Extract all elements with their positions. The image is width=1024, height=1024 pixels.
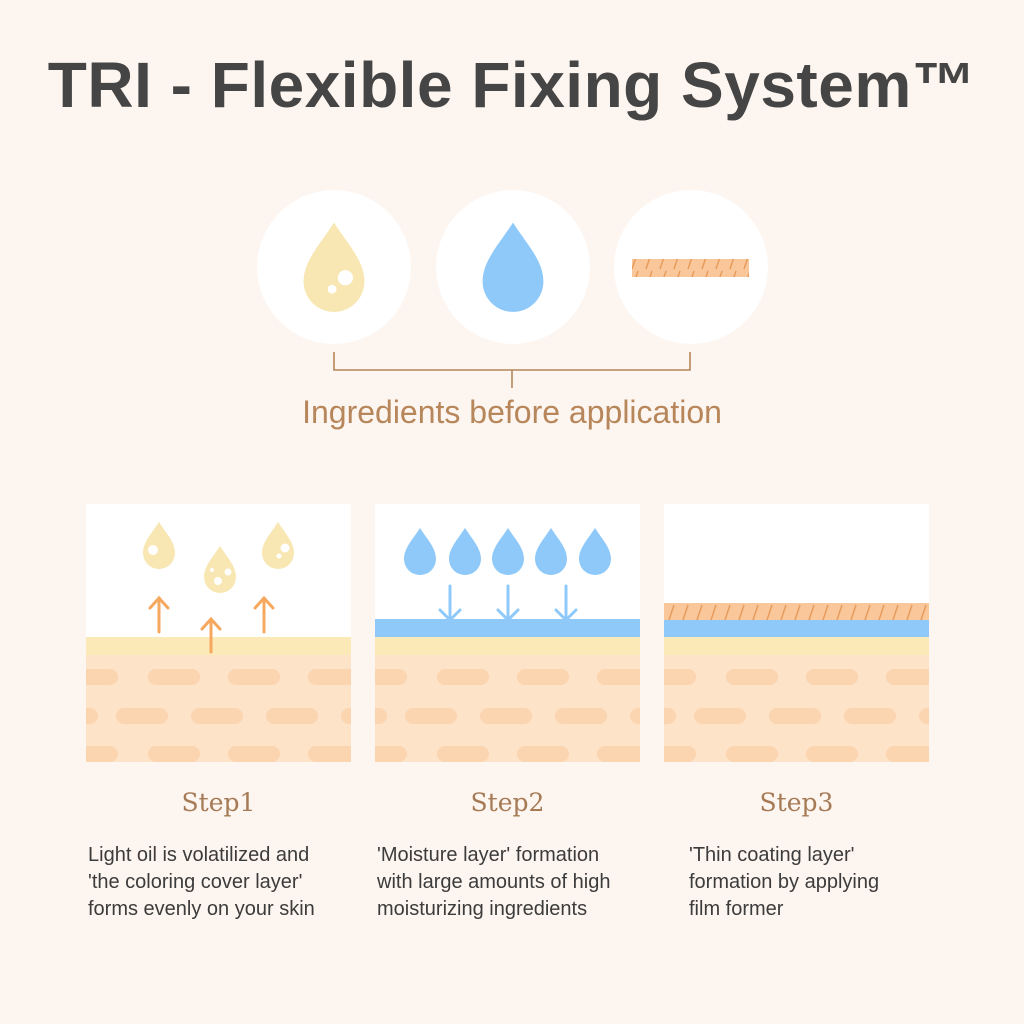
description-line: 'Moisture layer' formation [377, 844, 600, 866]
description-line: 'Thin coating layer' [689, 844, 855, 866]
bracket-connector [333, 352, 691, 388]
step2-illustration [375, 504, 640, 762]
oil-drop-icon [257, 190, 411, 344]
step3-description: 'Thin coating layer' formation by applyi… [689, 842, 979, 923]
description-line: 'the coloring cover layer' [88, 871, 303, 893]
ingredients-label: Ingredients before application [302, 394, 722, 430]
description-line: film former [689, 898, 784, 920]
description-line: moisturizing ingredients [377, 898, 588, 920]
water-drop-icon [436, 190, 590, 344]
film-layer-icon [614, 190, 768, 344]
description-line: formation by applying [689, 871, 880, 893]
step2-label: Step2 [470, 788, 545, 817]
step2-description: 'Moisture layer' formation with large am… [377, 842, 667, 923]
step3-illustration [664, 504, 929, 762]
step1-description: Light oil is volatilized and 'the colori… [88, 842, 378, 923]
description-line: with large amounts of high [377, 871, 611, 893]
page-title: TRI - Flexible Fixing System™ [47, 49, 977, 121]
description-line: Light oil is volatilized and [88, 844, 310, 866]
step3-label: Step3 [759, 788, 834, 817]
description-line: forms evenly on your skin [88, 898, 315, 920]
step1-illustration [86, 504, 351, 762]
step1-label: Step1 [181, 788, 256, 817]
